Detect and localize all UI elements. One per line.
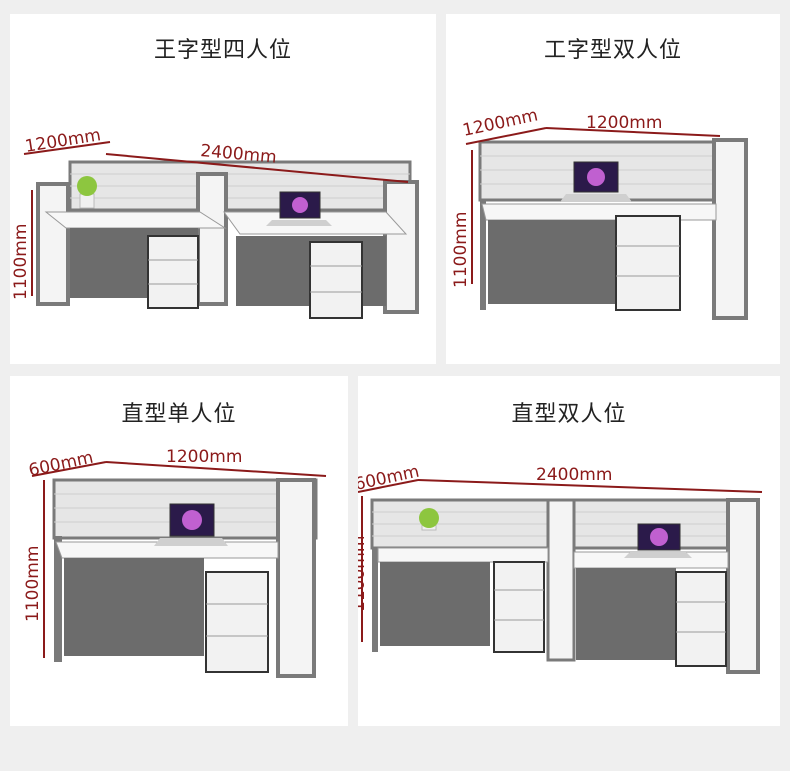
workstation-illustration: 600mm 1200mm 1100mm [23,447,327,678]
product-card-straight-double: 直型双人位 600mm 2400mm 1100mm [358,376,780,726]
dimension-depth: 600mm [27,448,95,481]
workstation-illustration: 1200mm 1200mm 1100mm [451,105,748,320]
card-title: 直型单人位 [121,402,237,427]
product-card-four-seat: 王字型四人位 1200mm 2400mm 1100mm [10,14,436,364]
workstation-illustration: 600mm 2400mm 1100mm [358,462,763,674]
dimension-width: 1200mm [166,447,242,467]
dimension-height: 1100mm [358,536,369,612]
dimension-height: 1100mm [23,546,43,622]
card-title: 工字型双人位 [543,38,682,63]
dimension-depth: 600mm [358,462,421,495]
card-title: 直型双人位 [511,402,627,427]
dimension-height: 1100mm [451,212,471,288]
dimension-depth: 1200mm [461,105,540,140]
dimension-width: 2400mm [536,465,612,485]
dimension-depth: 1200mm [24,125,103,157]
dimension-width: 1200mm [586,113,662,133]
product-card-straight-single: 直型单人位 600mm 1200mm 1100mm [10,376,348,726]
dimension-height: 1100mm [11,224,31,300]
product-card-h-double: 工字型双人位 1200mm 1200mm 1100mm [446,14,780,364]
workstation-illustration: 1200mm 2400mm 1100mm [11,125,419,319]
card-title: 王字型四人位 [153,38,292,63]
